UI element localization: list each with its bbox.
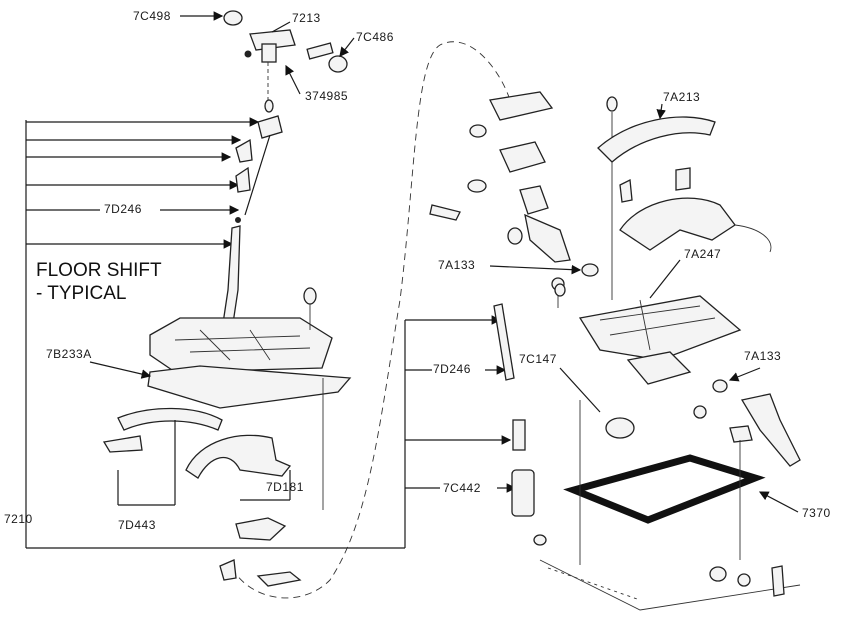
left-leader-bracket [25, 117, 502, 549]
part-label-7b233a: 7B233A [46, 347, 92, 361]
part-label-7c486: 7C486 [356, 30, 394, 44]
shifter-housing-assembly [554, 96, 801, 467]
part-label-374985: 374985 [305, 89, 349, 103]
upper-linkage-parts [180, 10, 355, 223]
part-label-7d246-left: 7D246 [104, 202, 142, 216]
floor-seal-gasket [539, 400, 801, 611]
middle-leader-lines [405, 365, 517, 493]
part-label-7c498: 7C498 [133, 9, 171, 23]
shift-lever-assembly [89, 225, 352, 510]
part-label-7a133-left: 7A133 [438, 258, 476, 272]
part-label-7213: 7213 [292, 11, 321, 25]
part-label-7d443: 7D443 [118, 518, 156, 532]
part-label-7d246-middle: 7D246 [433, 362, 471, 376]
diagram-title-line-1: FLOOR SHIFT [36, 260, 162, 281]
part-label-7370: 7370 [802, 506, 831, 520]
part-label-7210: 7210 [4, 512, 33, 526]
part-label-7c442: 7C442 [443, 481, 481, 495]
part-label-7d181: 7D181 [266, 480, 304, 494]
part-label-7c147: 7C147 [519, 352, 557, 366]
part-label-7a247: 7A247 [684, 247, 722, 261]
middle-linkage-parts [429, 91, 635, 546]
part-label-7a133-right: 7A133 [744, 349, 782, 363]
diagram-title-line-2: - TYPICAL [36, 283, 127, 304]
part-label-7a213: 7A213 [663, 90, 701, 104]
lower-left-brackets [102, 407, 302, 587]
